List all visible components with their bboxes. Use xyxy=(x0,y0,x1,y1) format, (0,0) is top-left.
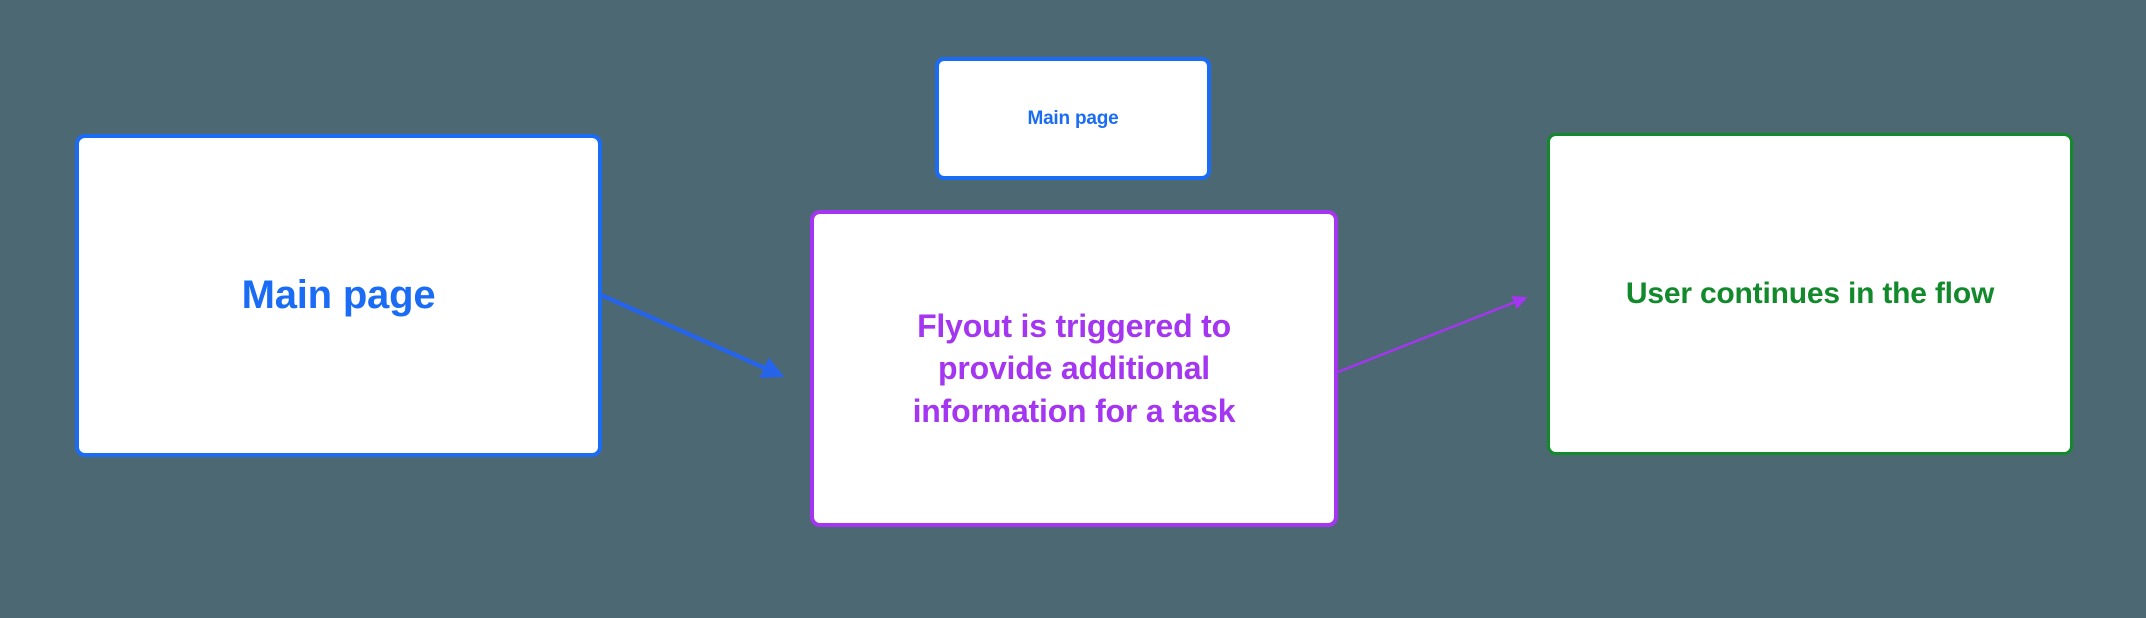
node-main-page-small[interactable]: Main page xyxy=(935,57,1211,180)
connector-line xyxy=(1337,295,1528,374)
node-flyout-label: Flyout is triggered to provide additiona… xyxy=(912,307,1236,429)
node-main-page-large-label: Main page xyxy=(241,273,436,318)
connector-flyout-to-user-arrow xyxy=(1337,295,1528,374)
node-user-continues[interactable]: User continues in the flow xyxy=(1547,133,2073,455)
connector-main-page-to-flyout-arrow xyxy=(600,292,785,379)
node-flyout[interactable]: Flyout is triggered to provide additiona… xyxy=(810,210,1338,527)
connector-line xyxy=(600,292,785,379)
node-user-continues-label: User continues in the flow xyxy=(1625,276,1995,310)
node-main-page-small-label: Main page xyxy=(1027,107,1119,129)
node-main-page-large[interactable]: Main page xyxy=(75,134,602,457)
